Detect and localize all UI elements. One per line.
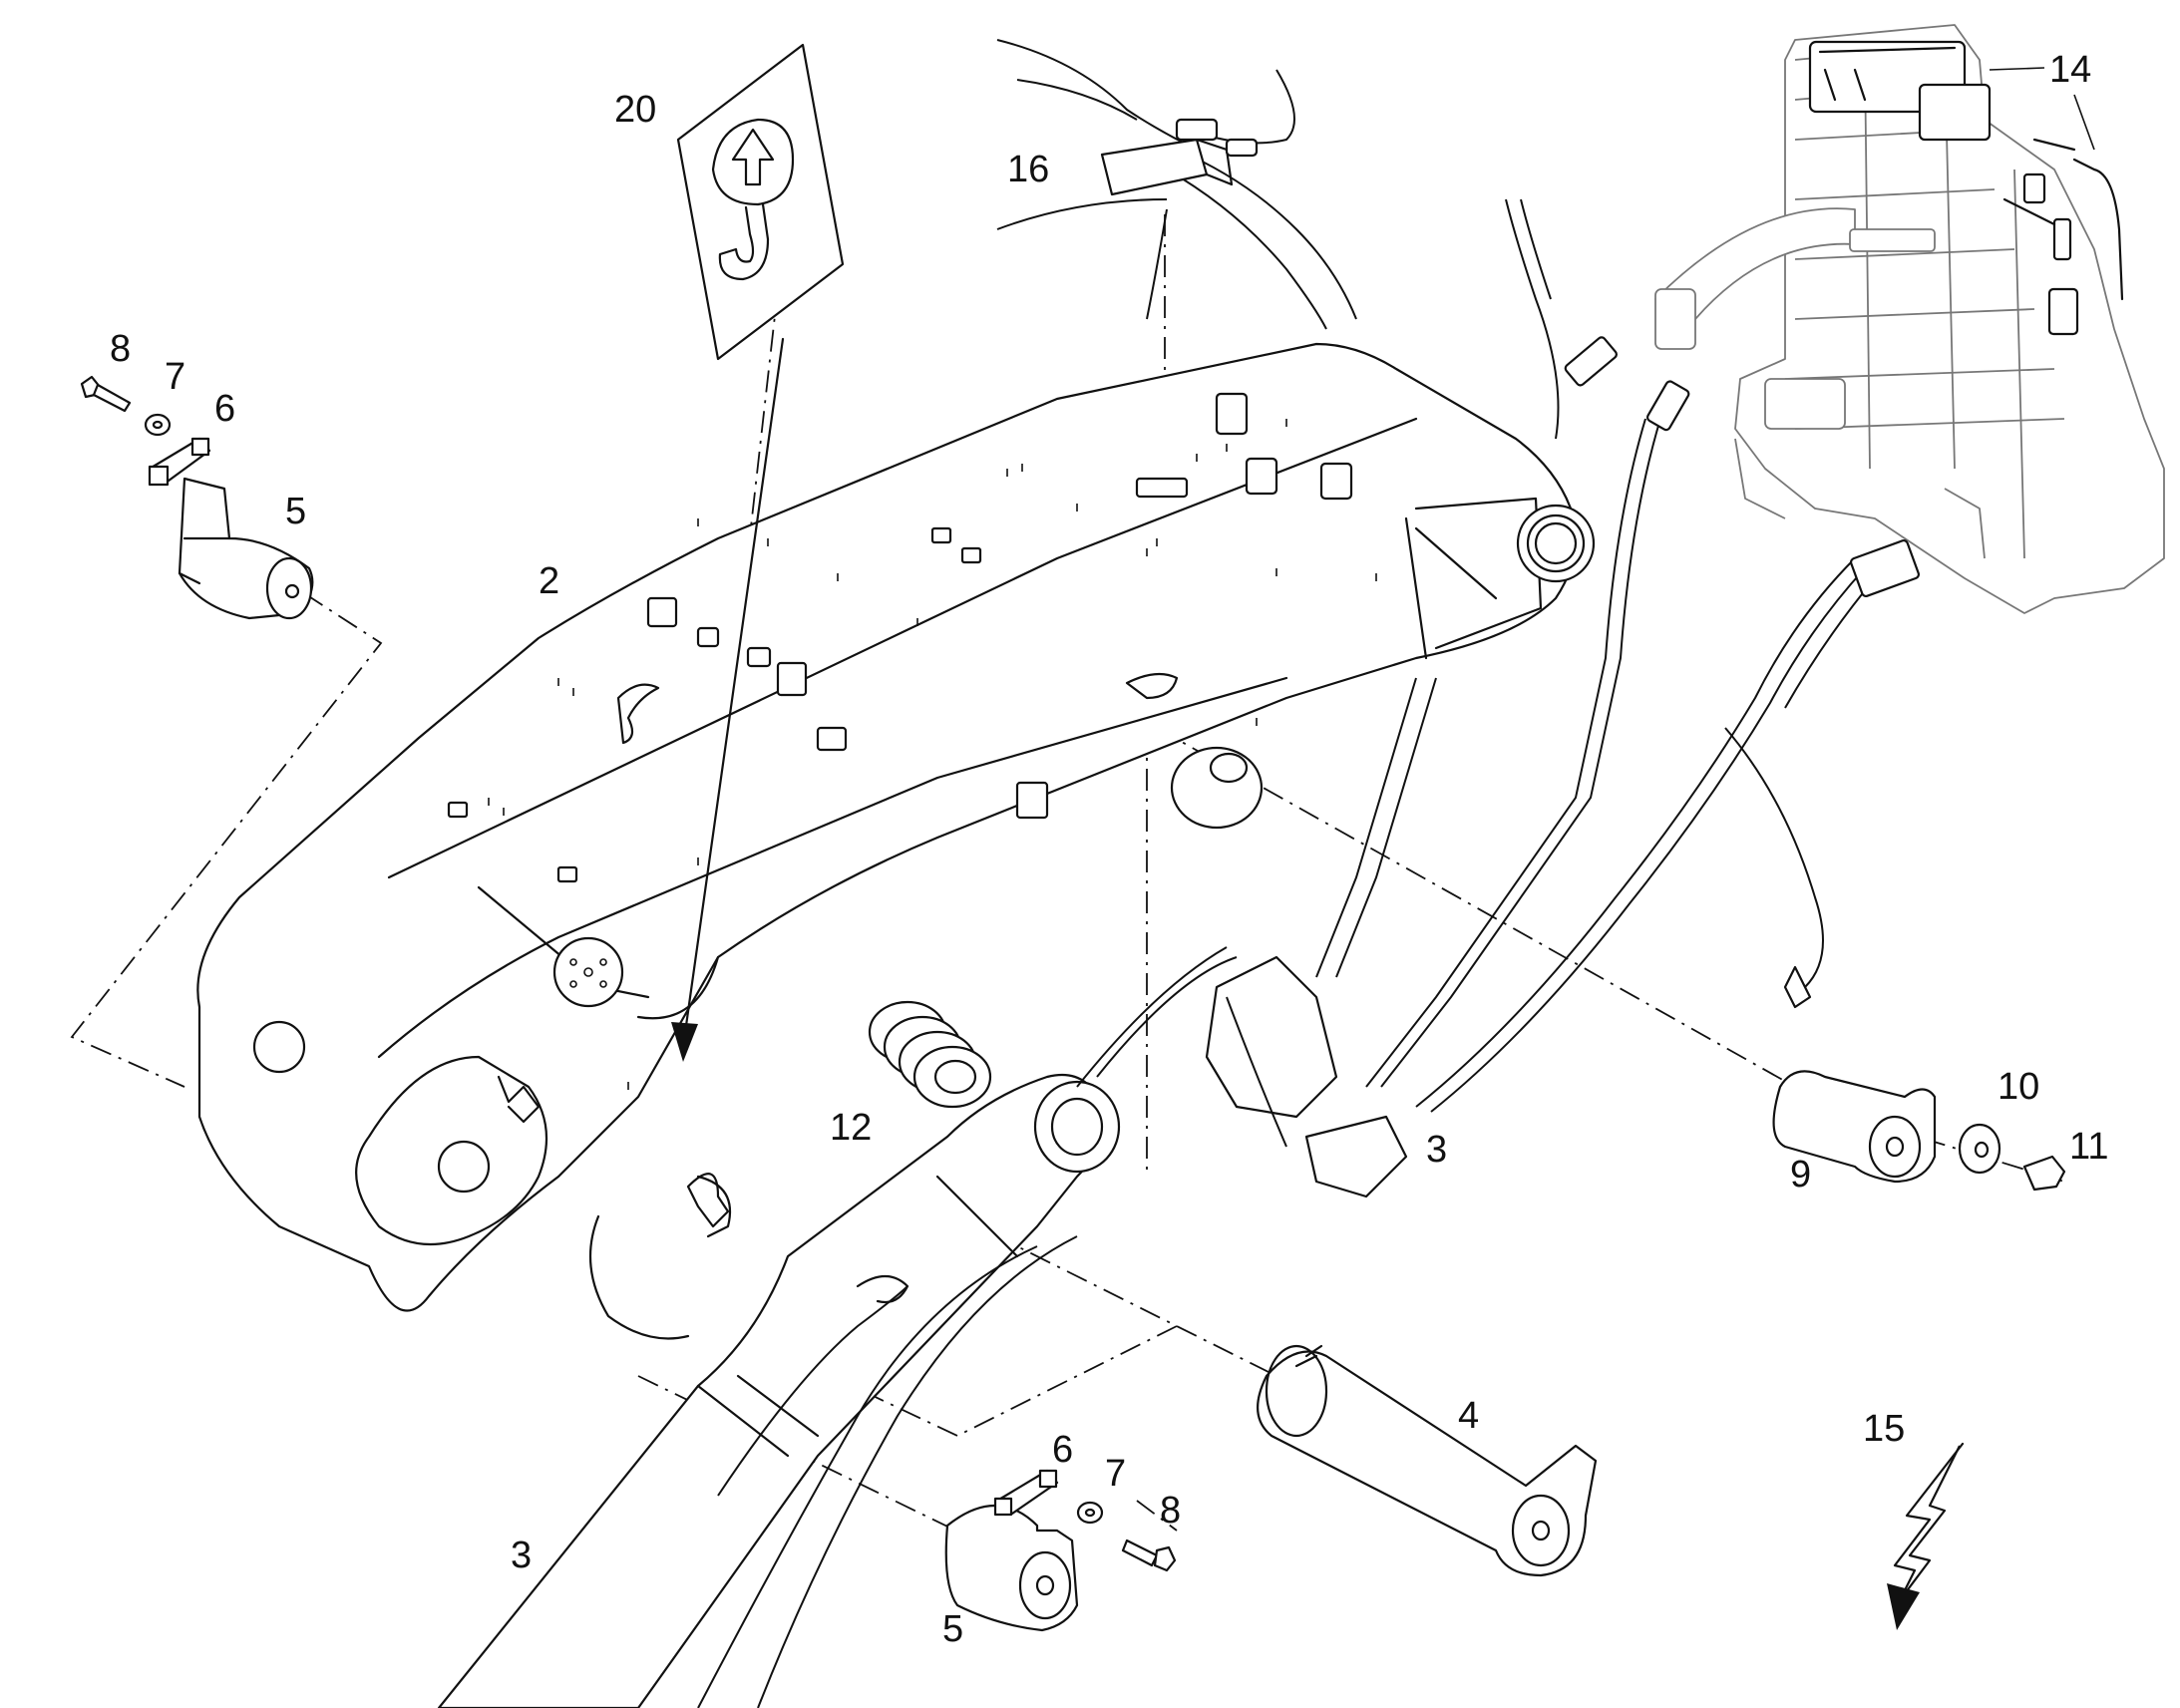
callout-4: 4 bbox=[1458, 1395, 1479, 1437]
callout-11: 11 bbox=[2069, 1126, 2108, 1168]
lifting-label-plate bbox=[671, 43, 845, 1062]
control-valve-block bbox=[1654, 24, 2165, 614]
callout-20: 20 bbox=[614, 89, 656, 131]
boom-body bbox=[196, 342, 1596, 1312]
washer-7-top bbox=[144, 413, 172, 437]
lift-hook-icon bbox=[711, 118, 795, 281]
hydraulic-hoses bbox=[1076, 198, 1921, 1198]
bottom-pin-group bbox=[944, 1469, 1177, 1632]
lock-plate-6-top bbox=[148, 437, 211, 487]
pin-9-group bbox=[1772, 1070, 2066, 1192]
boom-cylinder bbox=[437, 1073, 1121, 1708]
callout-2: 2 bbox=[539, 560, 559, 602]
callout-8-top: 8 bbox=[110, 328, 131, 370]
spring-12 bbox=[868, 1000, 992, 1109]
callout-7-bottom: 7 bbox=[1105, 1453, 1126, 1495]
callout-10: 10 bbox=[1998, 1066, 2039, 1108]
washer-10 bbox=[1958, 1123, 2001, 1175]
callout-15: 15 bbox=[1863, 1408, 1905, 1450]
callout-7-top: 7 bbox=[165, 356, 185, 398]
washer-7-bottom bbox=[1076, 1501, 1104, 1525]
bolt-8-top bbox=[80, 375, 132, 413]
callout-6-bottom: 6 bbox=[1052, 1429, 1073, 1471]
leader-lines bbox=[1989, 67, 2095, 151]
callout-5-top: 5 bbox=[285, 491, 306, 532]
bolt-11 bbox=[2022, 1155, 2066, 1192]
callout-12: 12 bbox=[830, 1107, 872, 1149]
top-left-pin-group bbox=[80, 375, 314, 620]
bolt-8-bottom bbox=[1121, 1538, 1177, 1572]
pin-5-top bbox=[178, 477, 314, 620]
callout-3-right: 3 bbox=[1426, 1129, 1447, 1171]
callout-3-left: 3 bbox=[511, 1535, 532, 1576]
callout-labels: 2 3 3 4 5 5 6 6 7 7 8 8 9 10 11 12 14 15… bbox=[110, 49, 2108, 1650]
lightning-arrow-icon bbox=[1887, 1442, 1965, 1630]
pin-5-bottom bbox=[944, 1505, 1079, 1632]
callout-14: 14 bbox=[2049, 49, 2091, 91]
callout-5-bottom: 5 bbox=[942, 1608, 963, 1650]
callout-8-bottom: 8 bbox=[1160, 1490, 1181, 1532]
junction-box-assembly bbox=[996, 39, 1357, 330]
lock-plate-6-bottom bbox=[993, 1469, 1059, 1517]
pin-4 bbox=[1257, 1344, 1598, 1577]
callout-6-top: 6 bbox=[214, 388, 235, 430]
callout-16: 16 bbox=[1007, 149, 1049, 190]
callout-9: 9 bbox=[1790, 1154, 1811, 1196]
